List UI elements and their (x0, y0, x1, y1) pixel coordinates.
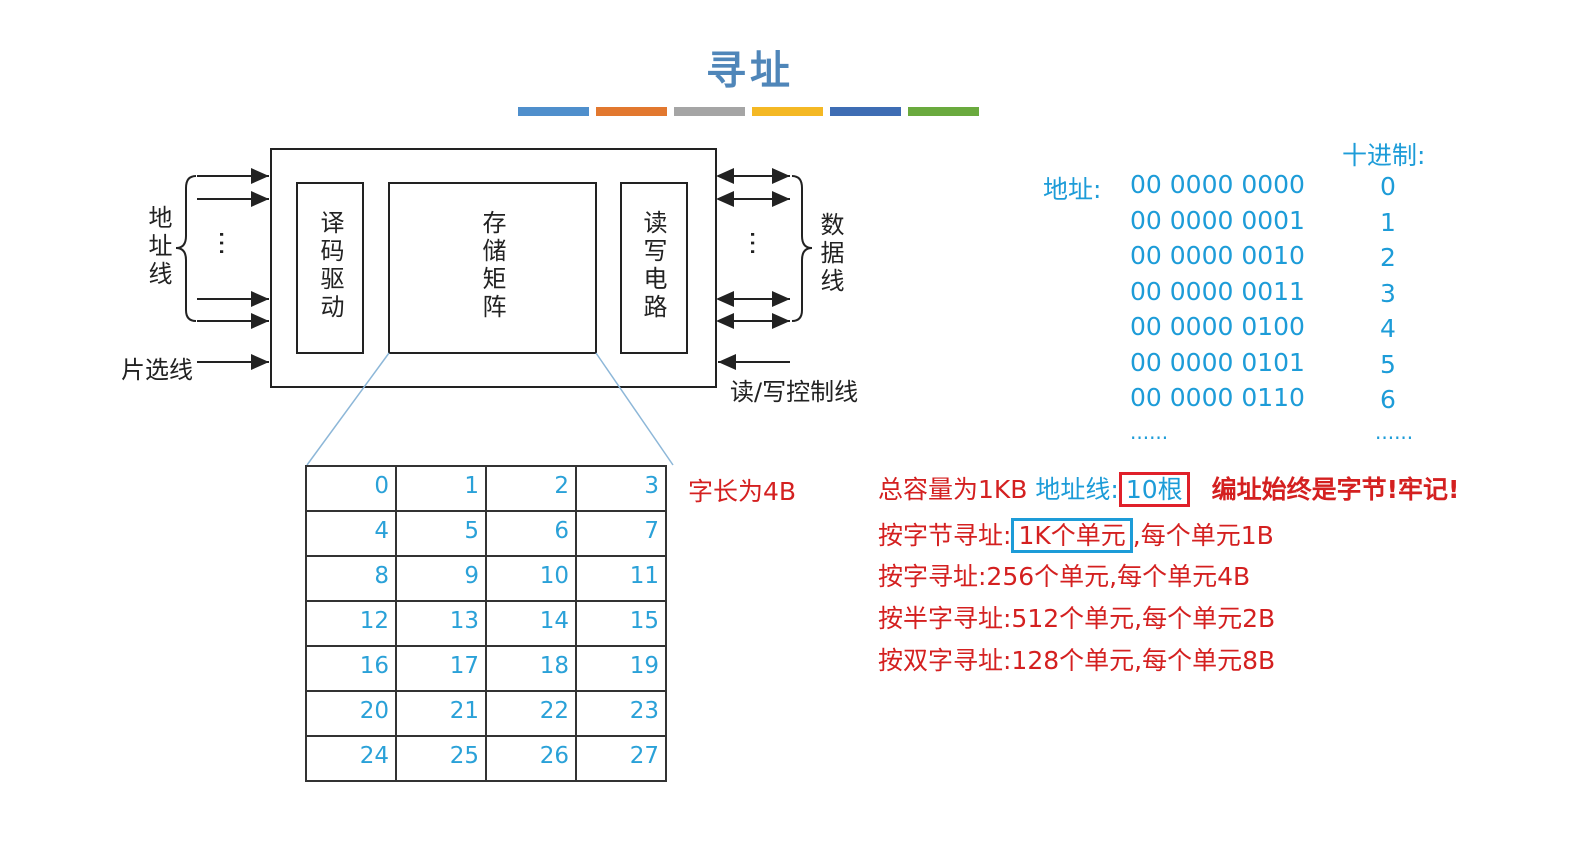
grid-cell: 18 (485, 645, 577, 692)
chip-select-label: 片选线 (121, 356, 193, 384)
grid-cell: 26 (485, 735, 577, 782)
grid-cell: 17 (395, 645, 487, 692)
zoom-line-left (306, 352, 390, 466)
data-brace (791, 175, 813, 322)
chip-outline (270, 148, 717, 388)
capacity-line: 总容量为1KB 地址线:10根 编址始终是字节!牢记! (878, 470, 1460, 507)
address-ellipsis: … (213, 230, 243, 256)
address-lines-label: 地址线 (144, 205, 172, 289)
address-binary: 00 0000 0011 (1130, 276, 1305, 306)
grid-cell: 12 (305, 600, 397, 647)
color-bar-3 (674, 107, 745, 116)
grid-cell: 4 (305, 510, 397, 557)
address-decimal: 4 (1380, 314, 1396, 343)
page-title: 寻址 (706, 48, 794, 94)
grid-cell: 21 (395, 690, 487, 737)
grid-cell: 25 (395, 735, 487, 782)
word-length-label: 字长为4B (688, 477, 797, 506)
decimal-header: 十进制: (1342, 141, 1426, 170)
grid-cell: 13 (395, 600, 487, 647)
grid-cell: 27 (575, 735, 667, 782)
grid-cell: 8 (305, 555, 397, 602)
grid-cell: 5 (395, 510, 487, 557)
grid-cell: 15 (575, 600, 667, 647)
byte-remark: 编址始终是字节!牢记! (1211, 475, 1460, 504)
doubleword-addressing-line: 按双字寻址:128个单元,每个单元8B (878, 646, 1276, 675)
word-addressing-line: 按字寻址:256个单元,每个单元4B (878, 562, 1251, 591)
decoder-box (296, 182, 364, 354)
address-decimal: 6 (1380, 385, 1396, 414)
address-decimal: 3 (1380, 278, 1396, 308)
grid-cell: 24 (305, 735, 397, 782)
grid-cell: 2 (485, 465, 577, 512)
grid-cell: 6 (485, 510, 577, 557)
capacity-text: 总容量为1KB (878, 475, 1028, 504)
address-binary: 00 0000 0110 (1130, 383, 1305, 412)
color-bar-1 (518, 107, 589, 116)
address-binary: 00 0000 0100 (1130, 312, 1305, 341)
address-binary: 00 0000 0001 (1130, 205, 1305, 235)
address-decimal: 1 (1380, 207, 1396, 237)
byte-addressing-line: 按字节寻址:1K个单元,每个单元1B (878, 516, 1274, 553)
rw-control-label: 读/写控制线 (730, 378, 859, 406)
grid-cell: 20 (305, 690, 397, 737)
decimal-more: ...... (1375, 420, 1414, 444)
rw-circuit-label: 读写电路 (639, 210, 667, 322)
zoom-line-right (595, 352, 674, 466)
address-decimal: 2 (1380, 243, 1396, 272)
memory-chip-diagram (175, 148, 813, 466)
grid-cell: 23 (575, 690, 667, 737)
data-ellipsis: … (744, 230, 774, 256)
halfword-addressing-line: 按半字寻址:512个单元,每个单元2B (878, 604, 1276, 633)
grid-cell: 1 (395, 465, 487, 512)
addr-lines-prefix: 地址线: (1035, 475, 1119, 504)
byte-addr-units: 1K个单元 (1011, 518, 1133, 553)
binary-more: ...... (1130, 420, 1169, 444)
byte-addr-suffix: ,每个单元1B (1132, 521, 1274, 550)
address-binary: 00 0000 0000 (1130, 170, 1305, 199)
matrix-box (388, 182, 597, 354)
grid-cell: 22 (485, 690, 577, 737)
grid-cell: 9 (395, 555, 487, 602)
matrix-label: 存储矩阵 (478, 210, 506, 322)
address-prefix: 地址: (1043, 175, 1102, 204)
color-bar-2 (596, 107, 667, 116)
color-bar-4 (752, 107, 823, 116)
color-bar-6 (908, 107, 979, 116)
data-lines-label: 数据线 (816, 212, 844, 296)
address-binary: 00 0000 0010 (1130, 241, 1305, 270)
address-brace (175, 175, 197, 322)
grid-cell: 14 (485, 600, 577, 647)
grid-cell: 7 (575, 510, 667, 557)
addr-lines-count: 10根 (1118, 472, 1190, 507)
grid-cell: 16 (305, 645, 397, 692)
grid-cell: 3 (575, 465, 667, 512)
grid-cell: 11 (575, 555, 667, 602)
rw-circuit-box (620, 182, 688, 354)
address-binary: 00 0000 0101 (1130, 347, 1305, 377)
color-bar-5 (830, 107, 901, 116)
grid-cell: 0 (305, 465, 397, 512)
byte-addr-prefix: 按字节寻址: (878, 521, 1012, 550)
address-decimal: 5 (1380, 349, 1396, 379)
address-decimal: 0 (1380, 172, 1396, 201)
grid-cell: 19 (575, 645, 667, 692)
decoder-label: 译码驱动 (316, 210, 344, 322)
grid-cell: 10 (485, 555, 577, 602)
